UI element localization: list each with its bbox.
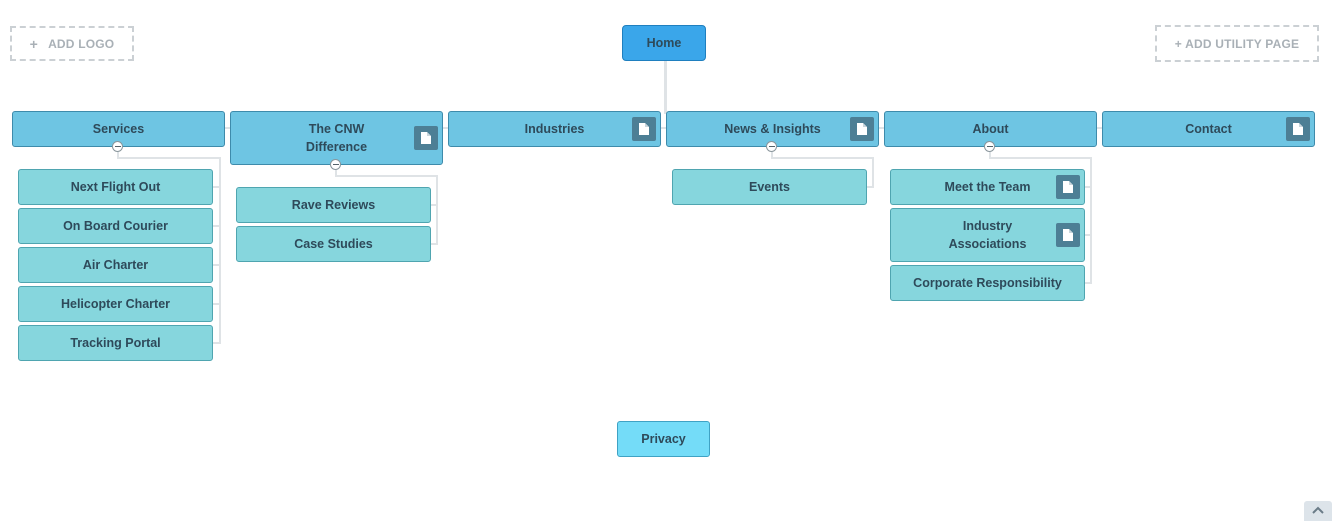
collapse-icon[interactable]: [112, 141, 123, 152]
collapse-icon[interactable]: [984, 141, 995, 152]
node-industry-associations[interactable]: Industry Associations: [890, 208, 1085, 262]
node-label: Industries: [524, 122, 585, 136]
node-industries[interactable]: Industries: [448, 111, 661, 147]
node-tracking-portal[interactable]: Tracking Portal: [18, 325, 213, 361]
connector: [878, 127, 885, 129]
connector: [117, 152, 119, 158]
node-label: Industry Associations: [948, 219, 1027, 251]
node-label: Tracking Portal: [70, 336, 161, 350]
node-label: Next Flight Out: [70, 180, 161, 194]
connector: [771, 152, 773, 158]
node-rave-reviews[interactable]: Rave Reviews: [236, 187, 431, 223]
connector: [866, 186, 873, 188]
connector: [430, 204, 437, 206]
add-logo-label: ADD LOGO: [48, 36, 115, 51]
connector: [664, 60, 667, 114]
scroll-top-button[interactable]: [1304, 501, 1332, 521]
page-icon[interactable]: [1286, 117, 1310, 141]
page-icon[interactable]: [414, 126, 438, 150]
connector: [1096, 127, 1103, 129]
home-node[interactable]: Home: [622, 25, 706, 61]
collapse-icon[interactable]: [330, 159, 341, 170]
node-contact[interactable]: Contact: [1102, 111, 1315, 147]
plus-icon: +: [29, 35, 39, 52]
node-air-charter[interactable]: Air Charter: [18, 247, 213, 283]
connector: [219, 157, 221, 344]
node-label: Events: [749, 180, 790, 194]
connector: [335, 170, 337, 176]
node-label: About: [972, 122, 1009, 136]
page-icon[interactable]: [632, 117, 656, 141]
node-label: Corporate Responsibility: [913, 276, 1062, 290]
node-next-flight-out[interactable]: Next Flight Out: [18, 169, 213, 205]
node-label: Meet the Team: [944, 180, 1031, 194]
connector: [442, 127, 449, 129]
connector: [224, 127, 231, 129]
connector: [212, 186, 220, 188]
connector: [1090, 157, 1092, 284]
connector: [212, 264, 220, 266]
connector: [212, 225, 220, 227]
node-corporate-responsibility[interactable]: Corporate Responsibility: [890, 265, 1085, 301]
connector: [989, 152, 991, 158]
node-label: News & Insights: [724, 122, 821, 136]
node-label: Rave Reviews: [291, 198, 376, 212]
node-label: On Board Courier: [63, 219, 168, 233]
chevron-up-icon: [1312, 506, 1324, 514]
connector: [1084, 234, 1091, 236]
connector: [989, 157, 1092, 159]
add-utility-page-label: + ADD UTILITY PAGE: [1174, 36, 1300, 51]
privacy-label: Privacy: [641, 432, 686, 446]
add-utility-page-button[interactable]: + ADD UTILITY PAGE: [1155, 25, 1319, 62]
connector: [117, 157, 221, 159]
node-meet-the-team[interactable]: Meet the Team: [890, 169, 1085, 205]
node-the-cnw-difference[interactable]: The CNW Difference: [230, 111, 443, 165]
node-label: Services: [92, 122, 145, 136]
page-icon[interactable]: [850, 117, 874, 141]
privacy-node[interactable]: Privacy: [617, 421, 710, 457]
node-events[interactable]: Events: [672, 169, 867, 205]
connector: [872, 157, 874, 188]
node-label: Helicopter Charter: [60, 297, 171, 311]
node-label: Case Studies: [294, 237, 373, 251]
page-icon[interactable]: [1056, 175, 1080, 199]
node-label: Air Charter: [82, 258, 149, 272]
connector: [771, 157, 874, 159]
connector: [335, 175, 438, 177]
node-helicopter-charter[interactable]: Helicopter Charter: [18, 286, 213, 322]
node-case-studies[interactable]: Case Studies: [236, 226, 431, 262]
home-label: Home: [646, 36, 682, 50]
node-label: Contact: [1185, 122, 1232, 136]
page-icon[interactable]: [1056, 223, 1080, 247]
node-on-board-courier[interactable]: On Board Courier: [18, 208, 213, 244]
connector: [212, 342, 220, 344]
connector: [1084, 282, 1091, 284]
connector: [660, 127, 667, 129]
connector: [436, 175, 438, 245]
collapse-icon[interactable]: [766, 141, 777, 152]
connector: [430, 243, 437, 245]
connector: [1084, 186, 1091, 188]
add-logo-button[interactable]: + ADD LOGO: [10, 26, 134, 61]
connector: [212, 303, 220, 305]
node-label: The CNW Difference: [305, 122, 368, 154]
